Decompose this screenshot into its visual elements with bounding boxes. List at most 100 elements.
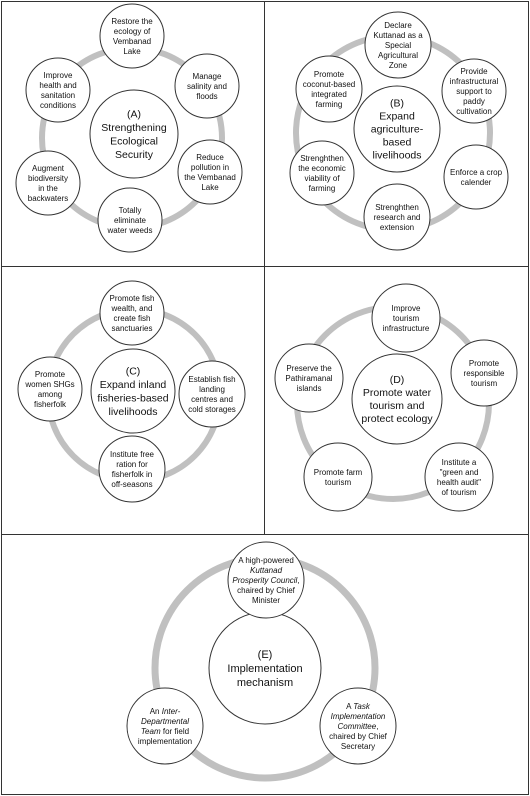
node-label-e-1-line-2: Kuttanad	[250, 566, 283, 575]
node-circle-c-4	[17, 356, 83, 422]
node-label-a-3-line-3: the Vembanad	[184, 173, 236, 182]
center-label-a-line-3: Ecological	[110, 135, 158, 147]
center-label-b-line-1: (B)	[390, 98, 404, 110]
node-label-b-1-line-5: Zone	[389, 61, 408, 70]
node-label-e-3-line-3: Team for field	[141, 727, 189, 736]
node-label-c-3-line-1: Institute free	[110, 450, 155, 459]
center-label-b-line-2: Expand	[379, 111, 415, 123]
node-label-b-1-line-1: Declare	[384, 21, 412, 30]
node-label-c-4-line-4: fisherfolk	[34, 400, 67, 409]
node-label-e-1-line-3: Prosperity Council,	[232, 576, 299, 585]
node-circle-d-3	[424, 442, 494, 512]
node-label-e-2-line-1-part-2: Task	[353, 702, 371, 711]
node-label-a-6-line-1: Improve	[44, 71, 73, 80]
node-circle-a-4	[97, 187, 163, 253]
node-label-e-2-line-5: Secretary	[341, 742, 375, 751]
node-label-a-5-line-2: biodiversity	[28, 174, 68, 183]
center-label-a-line-4: Security	[115, 149, 154, 161]
node-label-e-3-line-4: implementation	[138, 737, 192, 746]
node-label-e-3-line-1: An Inter-	[150, 707, 181, 716]
node-label-e-1-line-5-part-1: Minister	[252, 596, 280, 605]
node-label-e-3-line-4-part-1: implementation	[138, 737, 192, 746]
center-label-b-line-4: based	[383, 137, 412, 149]
node-label-b-4-line-1: Strenghthen	[375, 203, 419, 212]
node-label-a-1-line-3: Vembanad	[113, 37, 151, 46]
center-label-a-line-2: Strengthening	[101, 122, 167, 134]
center-circle-c	[90, 348, 176, 434]
node-label-a-2-line-3: floods	[196, 92, 217, 101]
node-label-d-4-line-1: Promote farm	[314, 468, 363, 477]
node-label-e-3-line-2-part-1: Departmental	[141, 717, 189, 726]
node-label-b-2-line-5: cultivation	[456, 107, 492, 116]
node-label-b-2-line-2: infrastructural	[450, 77, 499, 86]
node-label-a-4-line-2: eliminate	[114, 216, 147, 225]
node-label-d-3-line-3: health audit"	[437, 478, 481, 487]
node-label-e-2-line-5-part-1: Secretary	[341, 742, 375, 751]
center-label-b-line-3: agriculture-	[371, 124, 424, 136]
node-label-d-3-line-2: "green and	[440, 468, 479, 477]
node-label-e-3-line-2: Departmental	[141, 717, 189, 726]
center-circle-a	[89, 89, 179, 179]
node-label-b-6-line-2: coconut-based	[303, 80, 355, 89]
node-label-b-3-line-2: calender	[461, 178, 492, 187]
panel-a: (A)StrengtheningEcologicalSecurityRestor…	[15, 3, 243, 253]
node-label-c-1-line-3: create fish	[114, 314, 151, 323]
node-label-d-2-line-2: responsible	[464, 369, 505, 378]
node-label-a-6-line-4: conditions	[40, 101, 76, 110]
node-label-b-2-line-1: Provide	[460, 67, 488, 76]
node-label-c-3-line-2: ration for	[116, 460, 148, 469]
node-label-e-3-line-1-part-1: An	[150, 707, 162, 716]
node-label-a-1-line-2: ecology of	[114, 27, 151, 36]
node-label-c-2-line-1: Establish fish	[188, 375, 235, 384]
node-circle-b-2	[441, 58, 507, 124]
center-label-c-line-2: Expand inland	[100, 379, 167, 391]
node-circle-e-3	[126, 687, 204, 765]
node-label-c-3-line-4: off-seasons	[111, 480, 152, 489]
node-label-a-5-line-1: Augment	[32, 164, 65, 173]
node-label-d-2-line-1: Promote	[469, 359, 500, 368]
node-circle-d-1	[371, 283, 441, 353]
node-circle-d-4	[303, 442, 373, 512]
node-label-a-2-line-1: Manage	[193, 72, 222, 81]
node-label-d-5-line-2: Pathiramanal	[285, 374, 332, 383]
node-label-e-2-line-2-part-1: Implementation	[331, 712, 386, 721]
node-label-a-6-line-3: sanitation	[41, 91, 75, 100]
node-label-e-1-line-1-part-1: A high-powered	[238, 556, 294, 565]
node-circle-b-1	[364, 11, 432, 79]
node-label-a-2-line-2: salinity and	[187, 82, 227, 91]
node-circle-b-6	[295, 55, 363, 123]
node-circle-d-2	[450, 339, 518, 407]
center-label-b-line-5: livelihoods	[372, 150, 421, 162]
node-label-c-4-line-1: Promote	[35, 370, 66, 379]
node-label-b-3-line-1: Enforce a crop	[450, 168, 503, 177]
center-label-c-line-3: fisheries-based	[97, 392, 168, 404]
node-label-e-1-line-5: Minister	[252, 596, 280, 605]
node-label-d-3-line-4: of tourism	[441, 488, 476, 497]
node-label-c-2-line-2: landing	[199, 385, 225, 394]
node-label-e-2-line-3-part-2: ,	[376, 722, 378, 731]
node-label-b-5-line-4: farming	[309, 184, 336, 193]
node-label-a-3-line-4: Lake	[201, 183, 219, 192]
node-circle-a-1	[99, 3, 165, 69]
node-label-d-5-line-1: Preserve the	[286, 364, 332, 373]
node-circle-b-4	[363, 183, 431, 251]
node-label-e-1-line-2-part-1: Kuttanad	[250, 566, 283, 575]
node-label-e-2-line-4: chaired by Chief	[329, 732, 388, 741]
node-label-e-2-line-3: Committee,	[338, 722, 379, 731]
node-label-c-4-line-2: women SHGs	[24, 380, 74, 389]
node-label-c-2-line-4: cold storages	[188, 405, 236, 414]
